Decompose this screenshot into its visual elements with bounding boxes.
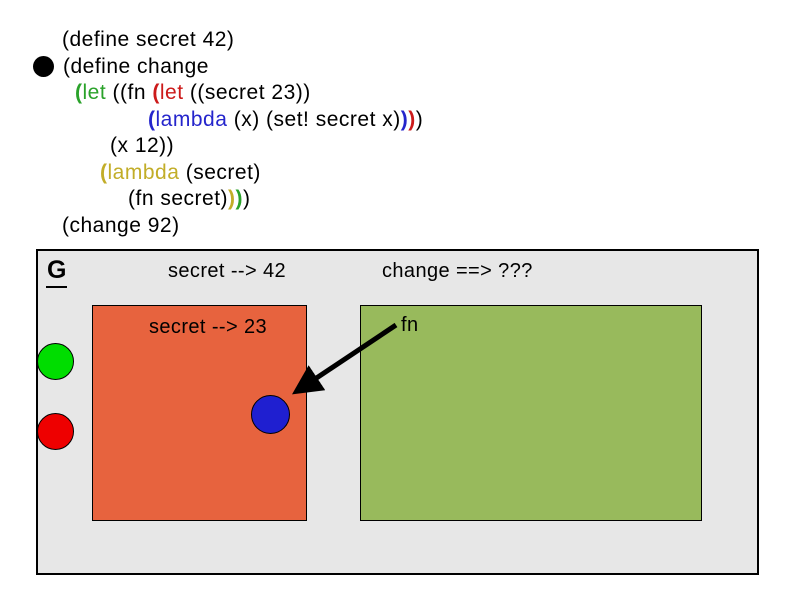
code-token: ( — [152, 81, 160, 104]
code-token: ) — [400, 107, 409, 131]
code-token: (secret) — [179, 160, 261, 184]
code-token: ( — [100, 160, 108, 184]
code-token: (fn secret) — [128, 187, 229, 210]
frame-binding-secret-23: secret --> 23 — [149, 316, 268, 338]
code-token: lambda — [107, 160, 180, 184]
code-token: lambda — [155, 107, 228, 131]
bullet-marker-icon — [33, 55, 54, 77]
code-block: (define secret 42)(define change(let ((f… — [0, 27, 794, 239]
code-token: ((secret 23)) — [183, 81, 311, 104]
code-token: ((fn — [106, 81, 153, 104]
code-token: ( — [148, 107, 156, 131]
code-token: (define secret 42) — [62, 28, 235, 51]
code-token: ) — [228, 187, 236, 210]
code-token: ) — [408, 107, 416, 131]
code-token: ( — [75, 81, 83, 104]
code-token: ) — [415, 107, 424, 131]
global-binding-secret: secret --> 42 — [168, 260, 287, 282]
let-frame-green: fn — [360, 305, 702, 521]
code-token: (define change — [63, 54, 209, 78]
code-line: (let ((fn (let ((secret 23)) — [0, 80, 794, 107]
code-token: (change 92) — [62, 213, 180, 237]
blue-dot — [251, 395, 290, 434]
code-token: let — [159, 81, 184, 104]
code-line: (define secret 42) — [0, 27, 794, 54]
code-line: (lambda (x) (set! secret x)))) — [0, 107, 794, 134]
code-line: (fn secret)))) — [0, 186, 794, 213]
global-env-label: G — [46, 256, 68, 288]
code-line: (x 12)) — [0, 133, 794, 160]
code-token: ) — [243, 187, 251, 210]
code-line: (define change — [0, 54, 794, 81]
code-token: (x 12)) — [110, 134, 175, 157]
code-token: ) — [235, 187, 244, 210]
frame-binding-fn: fn — [401, 314, 419, 336]
red-dot — [37, 413, 74, 450]
code-token: (x) (set! secret x) — [227, 107, 401, 131]
global-env-panel: G secret --> 42 change ==> ??? secret --… — [36, 249, 759, 575]
global-binding-change: change ==> ??? — [382, 260, 533, 282]
let-frame-orange: secret --> 23 — [92, 305, 307, 521]
code-line: (change 92) — [0, 213, 794, 240]
code-line: (lambda (secret) — [0, 160, 794, 187]
green-dot — [37, 343, 74, 380]
code-token: let — [82, 81, 107, 104]
